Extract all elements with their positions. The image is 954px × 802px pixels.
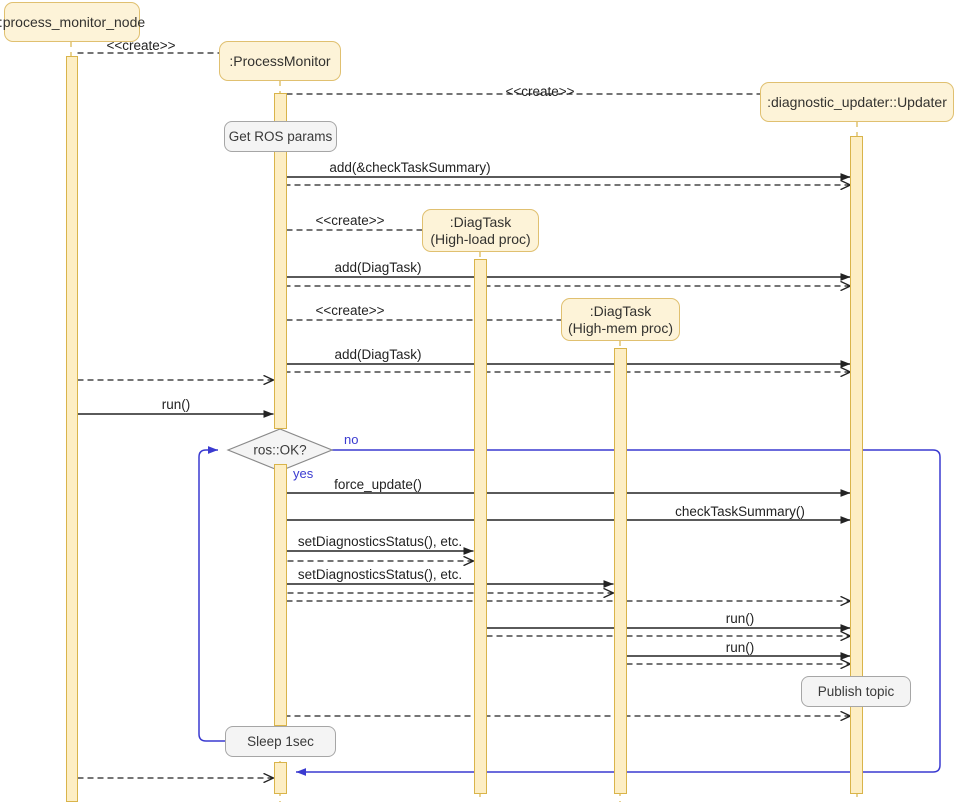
message-label-m6: add(DiagTask) [334,260,422,275]
decision-label: ros::OK? [253,442,307,458]
activation-bar-monitor [274,762,287,794]
lifelines-group [70,42,858,802]
decision-diamond-ros-ok[interactable] [226,428,334,472]
participant-node[interactable]: :process_monitor_node [0,2,145,42]
message-label-m1: <<create>> [106,38,176,53]
participant-mem[interactable]: :DiagTask (High-mem proc) [561,298,680,341]
message-label-m2: <<create>> [505,84,575,99]
message-label-m13: force_update() [334,477,422,492]
participant-load[interactable]: :DiagTask (High-load proc) [422,209,539,252]
note-sleep-1sec[interactable]: Sleep 1sec [225,726,336,757]
message-label-m9: add(DiagTask) [334,347,422,362]
control-flow-no-path [296,449,941,776]
activation-bar-load [474,259,487,794]
message-label-m8: <<create>> [315,303,385,318]
activation-bar-node [66,56,78,802]
message-label-m20: run() [725,611,755,626]
message-label-m3: add(&checkTaskSummary) [329,160,491,175]
message-label-m12: run() [161,397,191,412]
guard-label-no: no [344,432,359,447]
message-label-m5: <<create>> [315,213,385,228]
message-label-m22: run() [725,640,755,655]
message-label-m14: checkTaskSummary() [675,504,805,519]
message-label-m15: setDiagnosticsStatus(), etc. [297,534,463,549]
control-flow-loop-path [198,446,225,742]
message-label-m17: setDiagnosticsStatus(), etc. [297,567,463,582]
activation-bar-mem [614,348,627,794]
control-flow-group [198,428,941,776]
activation-bar-monitor [274,93,287,429]
guard-label-yes: yes [293,466,314,481]
participant-monitor[interactable]: :ProcessMonitor [219,41,341,81]
messages-group [77,53,851,778]
activation-bar-updater [850,136,863,794]
note-get-ros-params[interactable]: Get ROS params [224,121,337,152]
participant-updater[interactable]: :diagnostic_updater::Updater [760,82,954,122]
note-publish-topic[interactable]: Publish topic [801,676,911,707]
activation-bar-monitor [274,464,287,726]
